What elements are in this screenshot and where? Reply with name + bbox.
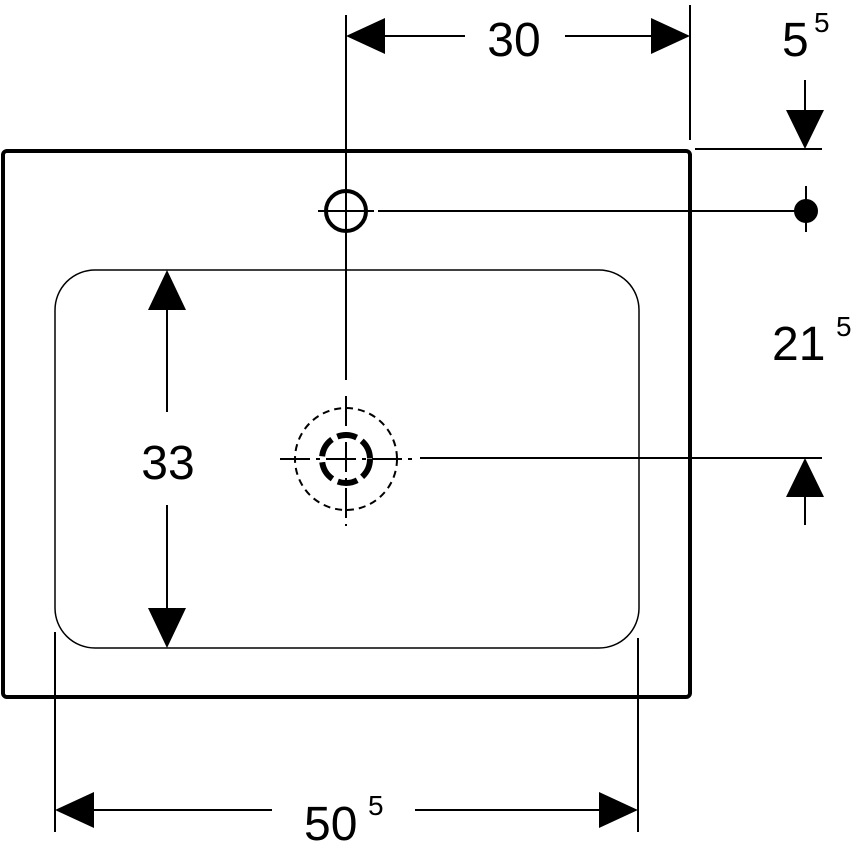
dim-5-arrow [786,80,824,149]
tap-hole-icon [318,189,374,233]
dim-21-arrow [786,458,824,525]
dim-21-sup: 5 [836,311,852,342]
dim-5-sup: 5 [814,7,830,38]
dim-50-label: 50 [304,798,357,848]
dim-21-label: 21 [772,318,825,371]
dim-5-label: 5 [782,14,809,67]
dim-50-sup: 5 [368,790,384,821]
dim-33-label: 33 [141,437,194,490]
dim-33-line [148,270,186,648]
dim-50-line [55,792,638,828]
drain-icon [280,396,412,526]
dim-30-label: 30 [487,14,540,67]
dim-30-line [346,18,690,54]
